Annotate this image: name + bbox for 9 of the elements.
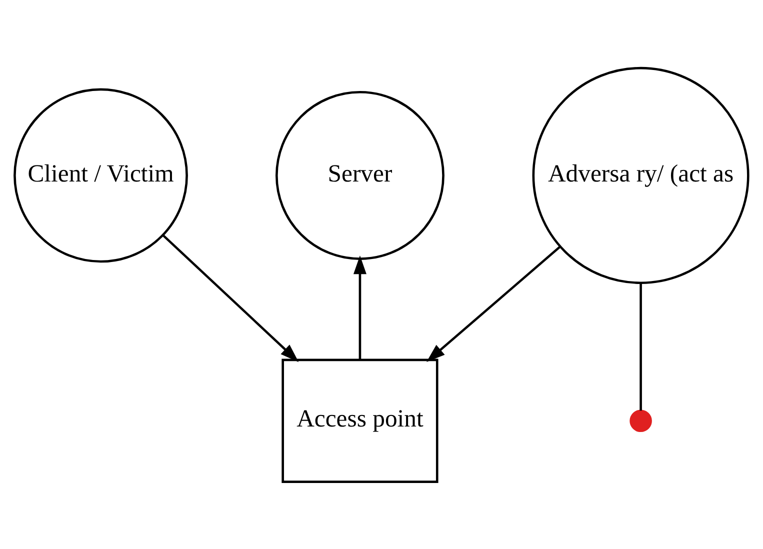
node-circle: Adversa ry/ (act as	[532, 66, 750, 284]
node-cross	[630, 409, 652, 432]
node-box: Access point	[282, 358, 438, 482]
node-circle: Server	[276, 90, 444, 260]
arrow	[353, 255, 366, 360]
arrow	[426, 246, 560, 362]
node-circle: Client / Victim	[14, 88, 188, 262]
connector	[640, 282, 642, 410]
arrow	[162, 234, 299, 362]
